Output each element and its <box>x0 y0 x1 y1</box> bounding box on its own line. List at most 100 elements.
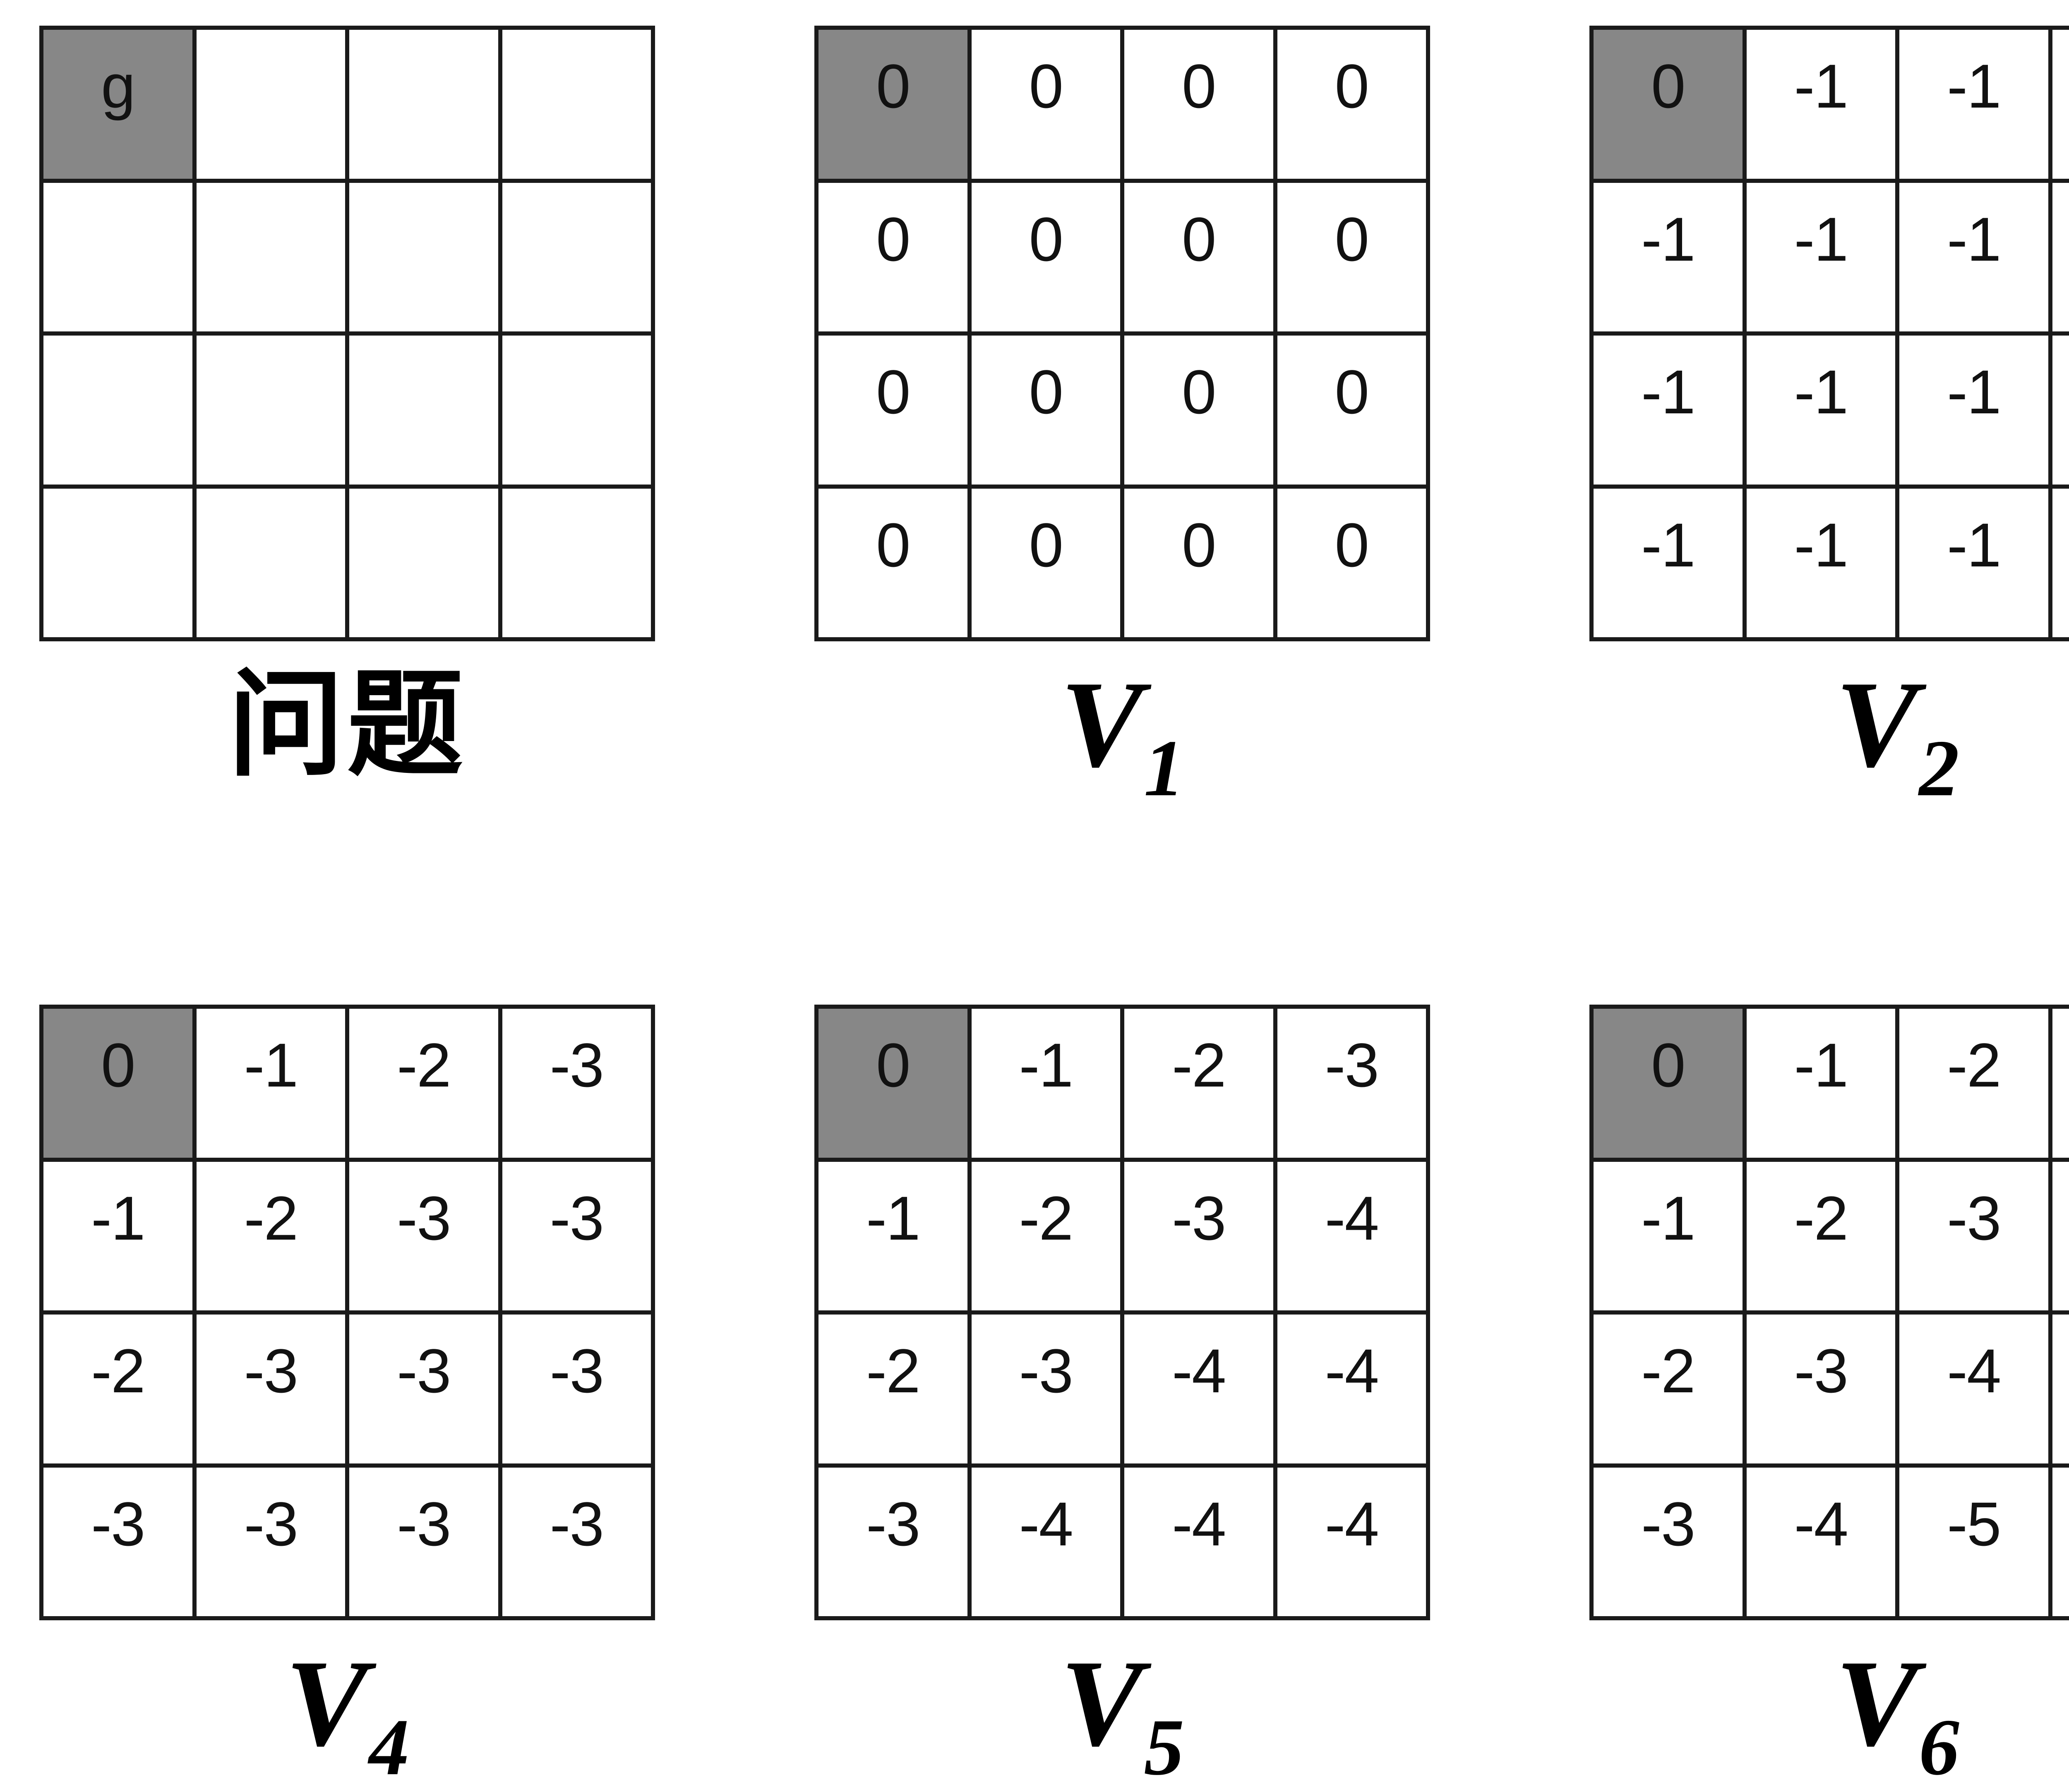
grid-cell <box>349 336 498 485</box>
cell-value: -3 <box>550 1335 603 1407</box>
grid-cell: -4 <box>1899 1315 2048 1463</box>
grid-label-problem: 问题 <box>39 662 655 805</box>
grid-cell: 0 <box>972 30 1121 179</box>
cell-value: -1 <box>1641 204 1695 275</box>
grid-cell: -3 <box>197 1468 346 1617</box>
grid-cell: -3 <box>1277 1009 1426 1158</box>
cell-value: 0 <box>876 356 910 428</box>
cell-value: -3 <box>1019 1335 1073 1407</box>
cell-value: -2 <box>866 1335 919 1407</box>
grid-cell: -1 <box>1594 183 1743 332</box>
cell-value: -2 <box>1019 1183 1073 1254</box>
cell-value: -4 <box>1325 1183 1378 1254</box>
grid-cell: -1 <box>1747 489 1896 638</box>
grid-cell: -3 <box>197 1315 346 1463</box>
grid-cell: 0 <box>1124 183 1273 332</box>
grid-v5: 0-1-2-3-1-2-3-4-2-3-4-4-3-4-4-4 <box>814 1005 1430 1620</box>
cell-value: 0 <box>1651 1029 1685 1101</box>
grid-cell: -4 <box>1124 1315 1273 1463</box>
grid-cell: -4 <box>1277 1468 1426 1617</box>
grid-label-v1: V 1 <box>814 662 1430 805</box>
grid-cell: -1 <box>1594 336 1743 485</box>
v-label-base: V <box>1060 1641 1143 1765</box>
cell-value: -1 <box>866 1183 919 1254</box>
grid-cell <box>197 30 346 179</box>
cell-value: -1 <box>1947 204 2000 275</box>
cell-value: -1 <box>1794 204 1848 275</box>
grid-cell: -3 <box>349 1162 498 1311</box>
grid-cell: -1 <box>1899 183 2048 332</box>
cell-value: 0 <box>876 204 910 275</box>
cell-value: -1 <box>1641 509 1695 581</box>
grid-cell <box>502 336 651 485</box>
cell-value: -3 <box>1641 1488 1695 1560</box>
cell-value: -4 <box>1325 1488 1378 1560</box>
v-label-base: V <box>1835 1641 1918 1765</box>
grid-cell: -1 <box>1594 1162 1743 1311</box>
grid-cell: -3 <box>502 1468 651 1617</box>
figure-v2: 0-1-1-1-1-1-1-1-1-1-1-1-1-1-1-1 V 2 <box>1589 26 2069 805</box>
grid-v4: 0-1-2-3-1-2-3-3-2-3-3-3-3-3-3-3 <box>39 1005 655 1620</box>
cell-value: 0 <box>1029 204 1063 275</box>
goal-cell: 0 <box>43 1009 192 1158</box>
grid-label-v2: V 2 <box>1589 662 2069 805</box>
grid-cell: 0 <box>1124 489 1273 638</box>
grid-cell: -3 <box>1899 1162 2048 1311</box>
cell-value: -3 <box>244 1335 298 1407</box>
cell-value: -4 <box>1325 1335 1378 1407</box>
cell-value: -3 <box>550 1488 603 1560</box>
grid-cell: -1 <box>1899 489 2048 638</box>
grid-cell <box>197 183 346 332</box>
v-label-subscript: 4 <box>369 1707 409 1788</box>
grid-cell: -5 <box>2052 1315 2069 1463</box>
grid-label-v6: V 6 <box>1589 1641 2069 1784</box>
grid-v2: 0-1-1-1-1-1-1-1-1-1-1-1-1-1-1-1 <box>1589 26 2069 641</box>
cell-value: 0 <box>1182 50 1215 122</box>
cell-value: -1 <box>244 1029 298 1101</box>
cell-value: 0 <box>1182 204 1215 275</box>
grid-cell: -1 <box>972 1009 1121 1158</box>
cell-value: -3 <box>866 1488 919 1560</box>
cell-value: -3 <box>1325 1029 1378 1101</box>
cell-value: -3 <box>1947 1183 2000 1254</box>
goal-cell: 0 <box>818 1009 967 1158</box>
v-label-subscript: 6 <box>1919 1707 1959 1788</box>
cell-value: -1 <box>1947 356 2000 428</box>
cell-value: -2 <box>1794 1183 1848 1254</box>
cell-value: 0 <box>1335 509 1368 581</box>
grid-cell: 0 <box>972 489 1121 638</box>
cell-value: 0 <box>1335 204 1368 275</box>
cell-value: 0 <box>876 50 910 122</box>
grid-cell <box>502 30 651 179</box>
grid-cell: -1 <box>2052 30 2069 179</box>
grid-cell: -1 <box>1747 183 1896 332</box>
grid-cell: -1 <box>1899 30 2048 179</box>
grid-cell: -2 <box>43 1315 192 1463</box>
grid-cell <box>197 489 346 638</box>
grid-cell: -3 <box>1124 1162 1273 1311</box>
grid-cell: -2 <box>1747 1162 1896 1311</box>
grid-cell: 0 <box>818 183 967 332</box>
grid-cell <box>43 489 192 638</box>
grid-label-v4: V 4 <box>39 1641 655 1784</box>
grid-label-v5: V 5 <box>814 1641 1430 1784</box>
grid-cell: 0 <box>1277 30 1426 179</box>
figure-v4: 0-1-2-3-1-2-3-3-2-3-3-3-3-3-3-3 V 4 <box>39 1005 655 1784</box>
grid-cell: -3 <box>502 1162 651 1311</box>
grid-cell: -3 <box>349 1315 498 1463</box>
grid-cell: -1 <box>1747 336 1896 485</box>
cell-value: -3 <box>244 1488 298 1560</box>
figure-v5: 0-1-2-3-1-2-3-4-2-3-4-4-3-4-4-4 V 5 <box>814 1005 1430 1784</box>
cell-value: -3 <box>550 1029 603 1101</box>
cell-value: -1 <box>1794 509 1848 581</box>
cell-value: -4 <box>1172 1335 1225 1407</box>
grid-cell: -3 <box>1594 1468 1743 1617</box>
v-label-subscript: 2 <box>1919 728 1959 809</box>
figure-v6: 0-1-2-3-1-2-3-4-2-3-4-5-3-4-5-5 V 6 <box>1589 1005 2069 1784</box>
cell-value: 0 <box>876 1029 910 1101</box>
grid-cell <box>349 489 498 638</box>
grid-cell: 0 <box>1124 30 1273 179</box>
